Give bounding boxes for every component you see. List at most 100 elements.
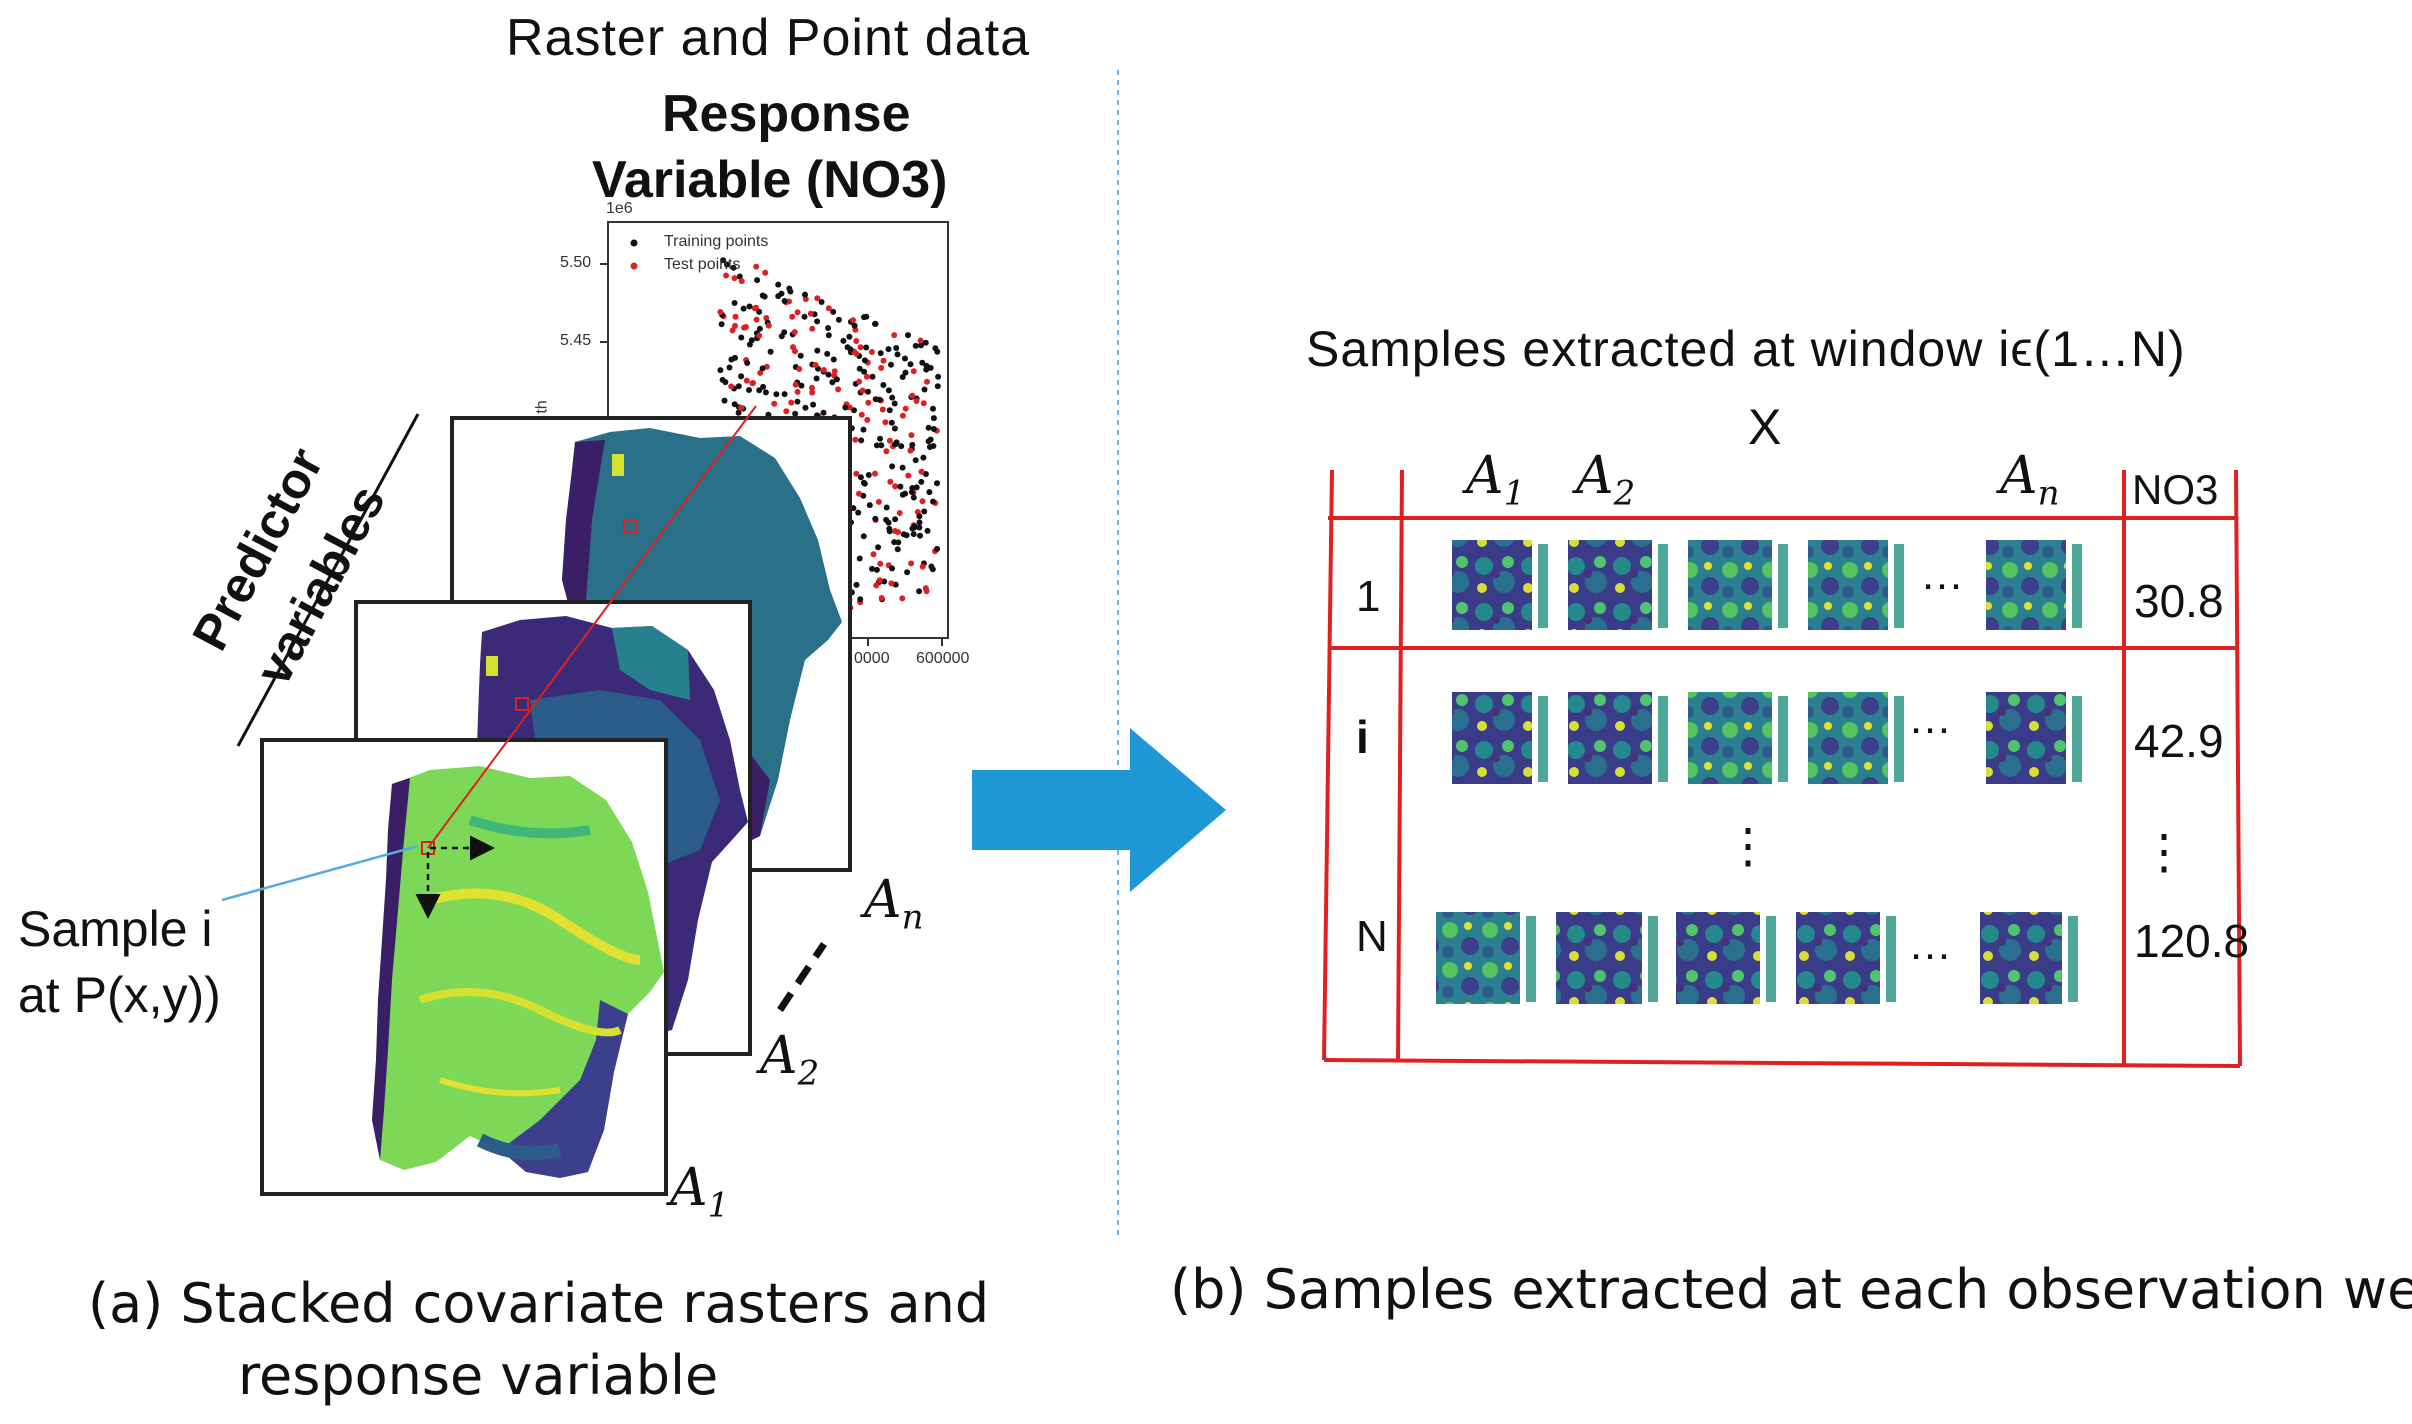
scatter-point bbox=[787, 288, 794, 295]
scatter-point bbox=[856, 365, 863, 372]
scatter-point bbox=[892, 528, 899, 534]
scatter-point bbox=[930, 498, 936, 505]
scatter-point bbox=[880, 357, 887, 364]
scatter-point bbox=[730, 264, 737, 271]
scatter-point bbox=[757, 369, 764, 376]
scatter-point bbox=[773, 391, 780, 398]
scatter-point bbox=[893, 345, 900, 351]
sample-table bbox=[1322, 469, 2242, 1068]
scatter-point bbox=[783, 408, 790, 415]
scatter-point bbox=[753, 304, 759, 311]
scatter-point bbox=[919, 563, 926, 570]
scatter-point bbox=[916, 588, 923, 595]
scatter-point bbox=[792, 410, 799, 417]
scatter-point bbox=[738, 278, 745, 285]
scatter-point bbox=[909, 441, 916, 448]
scatter-point bbox=[912, 342, 919, 349]
scatter-point bbox=[762, 389, 769, 396]
scatter-point bbox=[744, 360, 751, 366]
scatter-point bbox=[761, 293, 768, 300]
scatter-point bbox=[807, 310, 814, 317]
thumbnails-row-i bbox=[1452, 692, 2082, 784]
scatter-point bbox=[877, 435, 883, 442]
scatter-point bbox=[899, 464, 906, 471]
raster-layer-a1 bbox=[260, 738, 668, 1196]
scatter-point bbox=[814, 318, 821, 325]
scatter-point bbox=[885, 519, 892, 526]
scatter-point bbox=[872, 470, 878, 477]
scatter-exponent: 1e6 bbox=[606, 200, 633, 217]
scatter-point bbox=[820, 409, 827, 416]
scatter-point bbox=[877, 350, 884, 357]
scatter-point bbox=[719, 376, 726, 383]
scatter-point bbox=[872, 515, 879, 522]
scatter-point bbox=[825, 325, 832, 331]
scatter-point bbox=[882, 419, 889, 426]
scatter-point bbox=[753, 263, 760, 270]
scatter-point bbox=[736, 273, 743, 280]
scatter-point bbox=[830, 308, 837, 315]
scatter-point bbox=[875, 544, 882, 551]
scatter-point bbox=[738, 373, 745, 380]
scatter-point bbox=[878, 442, 885, 449]
scatter-point bbox=[840, 337, 847, 344]
scatter-point bbox=[850, 317, 856, 324]
scatter-point bbox=[865, 399, 872, 406]
ellipsis-row-1: … bbox=[1920, 550, 1964, 599]
scatter-point bbox=[892, 516, 899, 523]
scatter-point bbox=[738, 404, 744, 411]
scatter-point bbox=[892, 441, 899, 448]
scatter-point bbox=[908, 432, 915, 439]
scatter-point bbox=[813, 375, 820, 382]
scatter-point bbox=[863, 373, 870, 380]
scatter-point bbox=[810, 401, 817, 408]
scatter-point bbox=[756, 308, 763, 315]
caption-right: (b) Samples extracted at each observatio… bbox=[1170, 1258, 2412, 1321]
row-value-i: 42.9 bbox=[2134, 715, 2224, 767]
ellipsis-row-i: … bbox=[1908, 694, 1952, 743]
scatter-point bbox=[863, 344, 870, 351]
scatter-point bbox=[855, 509, 862, 516]
scatter-point bbox=[865, 472, 872, 478]
scatter-point bbox=[934, 480, 940, 487]
scatter-point bbox=[789, 313, 796, 320]
scatter-point bbox=[853, 470, 860, 477]
scatter-point bbox=[886, 525, 893, 532]
scatter-point bbox=[726, 364, 733, 371]
scatter-point bbox=[732, 354, 738, 361]
scatter-point bbox=[717, 309, 724, 315]
scatter-point bbox=[781, 391, 788, 398]
scatter-point bbox=[878, 364, 885, 371]
scatter-point bbox=[732, 322, 738, 329]
scatter-point bbox=[731, 300, 738, 306]
scatter-point bbox=[910, 368, 917, 375]
scatter-point bbox=[934, 383, 941, 390]
scatter-point bbox=[889, 463, 896, 470]
scatter-point bbox=[794, 398, 801, 405]
scatter-point bbox=[899, 595, 906, 602]
scatter-point bbox=[868, 349, 875, 355]
scatter-point bbox=[853, 581, 860, 588]
scatter-point bbox=[775, 281, 782, 288]
scatter-xtick-2: 600000 bbox=[916, 650, 970, 667]
scatter-point bbox=[820, 367, 827, 373]
scatter-point bbox=[759, 365, 766, 372]
scatter-point bbox=[851, 322, 858, 329]
scatter-point bbox=[930, 415, 937, 422]
scatter-point bbox=[878, 595, 885, 601]
scatter-point bbox=[902, 490, 909, 497]
scatter-point bbox=[753, 316, 760, 323]
caption-left-line2: response variable bbox=[238, 1344, 719, 1407]
scatter-point bbox=[916, 519, 923, 526]
scatter-point bbox=[846, 333, 853, 340]
scatter-point bbox=[923, 366, 930, 373]
scatter-point bbox=[856, 490, 862, 497]
scatter-point bbox=[899, 374, 906, 380]
layer-label-a1: A1 bbox=[670, 1158, 730, 1226]
scatter-point bbox=[918, 468, 925, 475]
scatter-point bbox=[781, 329, 788, 336]
scatter-point bbox=[861, 368, 868, 375]
caption-left-line1: (a) Stacked covariate rasters and bbox=[88, 1272, 990, 1335]
scatter-point bbox=[919, 359, 926, 366]
